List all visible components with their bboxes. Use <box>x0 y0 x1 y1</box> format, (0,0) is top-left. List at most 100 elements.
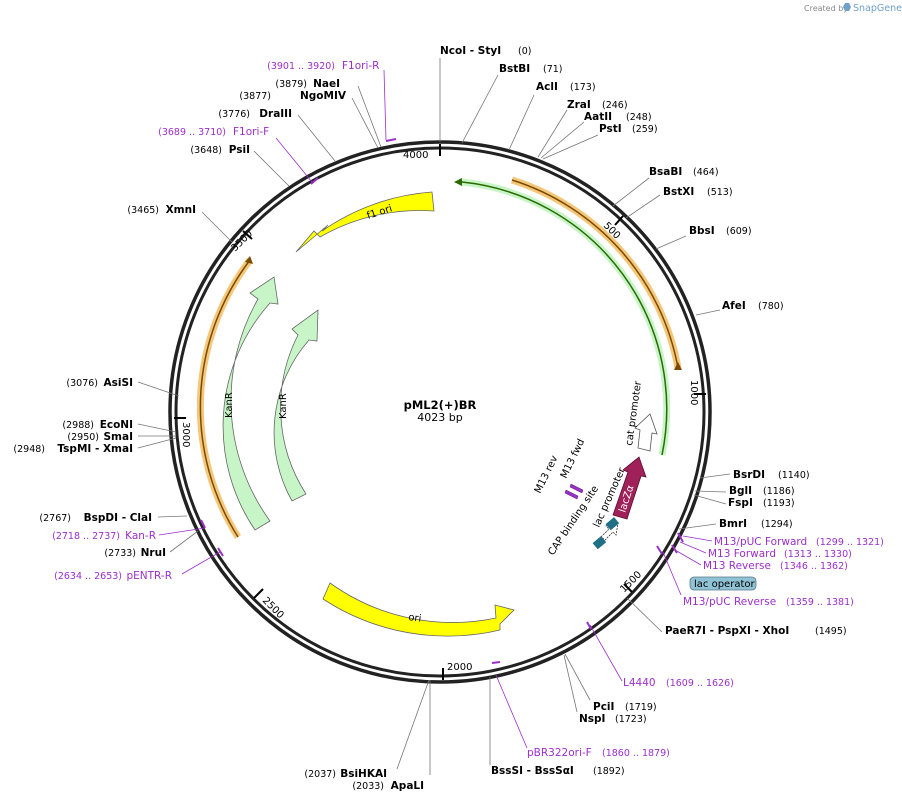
cat-promoter-arrowhead <box>454 178 462 186</box>
site-asisi-pos: (3076) <box>66 378 98 389</box>
primer-m13-reverse: M13 Reverse <box>703 560 771 572</box>
primer-pentr-r-pos: (2634 .. 2653) <box>54 571 122 582</box>
snapgene-logo-icon <box>843 3 851 11</box>
tick-marks <box>174 144 706 680</box>
site-ngomiv: NgoMIV <box>300 90 347 102</box>
m13-fwd-arrow <box>569 483 584 494</box>
site-tspmi-pos: (2948) <box>13 444 45 455</box>
site-bstbi: BstBI <box>499 63 530 75</box>
lac-operator-box <box>605 517 620 531</box>
site-bsabi-pos: (464) <box>693 167 719 178</box>
primer-l4440: L4440 <box>623 677 656 689</box>
site-tspmi-xmai: TspMI - XmaI <box>57 443 133 455</box>
site-naei-pos: (3879) <box>275 79 307 90</box>
site-bsssi: BssSI - BssSαI <box>491 765 574 777</box>
site-bsrdi-pos: (1140) <box>778 470 810 481</box>
m13-rev-arrow <box>564 489 579 500</box>
orf-arrowhead-left <box>245 256 253 264</box>
cap-binding-site-box <box>592 536 607 550</box>
tick-label-4000: 4000 <box>403 150 428 161</box>
site-nspi-pos: (1723) <box>615 714 647 725</box>
primer-f1ori-f-pos: (3689 .. 3710) <box>158 127 226 138</box>
site-bsssi-pos: (1892) <box>593 766 625 777</box>
site-afei: AfeI <box>722 300 746 312</box>
site-naei: NaeI <box>313 78 340 90</box>
site-fspi: FspI <box>728 497 753 509</box>
primer-m13-forward: M13 Forward <box>708 548 776 560</box>
site-bmri: BmrI <box>719 518 747 530</box>
m13-fwd-label: M13 fwd <box>559 437 587 480</box>
site-bstxi-pos: (513) <box>707 187 733 198</box>
primer-pentr-r: pENTR-R <box>126 570 172 582</box>
tick-label-3500: 3500 <box>229 228 255 254</box>
plasmid-name: pML2(+)BR <box>404 398 477 412</box>
site-bgli-pos: (1186) <box>763 486 795 497</box>
site-pcii: PciI <box>593 701 614 713</box>
orf-arrowhead-right <box>674 362 682 370</box>
site-nrui-pos: (2733) <box>104 548 136 559</box>
site-bspdi-clai: BspDI - ClaI <box>84 512 152 524</box>
site-smai: SmaI <box>104 431 134 443</box>
kanr-outer-label: KanR <box>224 392 235 418</box>
site-bspdi-pos: (2767) <box>39 513 71 524</box>
tick-label-2000: 2000 <box>447 662 472 673</box>
site-draiii: DraIII <box>259 108 292 120</box>
lac-operator-badge <box>689 576 757 591</box>
site-acli: AclI <box>536 81 558 93</box>
primer-f1ori-f: F1ori-F <box>233 126 269 138</box>
primer-m13-reverse-pos: (1346 .. 1362) <box>780 561 848 572</box>
plasmid-size: 4023 bp <box>417 411 462 424</box>
primer-l4440-pos: (1609 .. 1626) <box>666 678 734 689</box>
site-nrui: NruI <box>141 547 166 559</box>
primer-m13-puc-reverse: M13/pUC Reverse <box>683 596 776 608</box>
primer-m13-puc-reverse-pos: (1359 .. 1381) <box>786 597 854 608</box>
orf-arc-left-line <box>199 259 251 538</box>
site-smai-pos: (2950) <box>67 432 99 443</box>
site-zrai: ZraI <box>567 99 591 111</box>
primer-leaders <box>158 69 713 749</box>
site-bsihkai-pos: (2037) <box>304 769 336 780</box>
site-bsabi: BsaBI <box>649 166 682 178</box>
cat-promoter-arrow <box>634 413 658 452</box>
site-bsihkai: BsiHKAI <box>340 768 387 780</box>
site-asisi: AsiSI <box>104 377 133 389</box>
site-leaders <box>137 58 731 775</box>
site-aatii-pos: (248) <box>626 112 652 123</box>
m13-rev-label: M13 rev <box>533 454 561 495</box>
cat-promoter-arc-line <box>461 181 668 456</box>
site-xmni-pos: (3465) <box>127 205 159 216</box>
site-bgli: BglI <box>729 485 752 497</box>
site-apali: ApaLI <box>391 780 424 792</box>
created-by-label: Created by <box>804 4 848 13</box>
primer-f1ori-r-pos: (3901 .. 3920) <box>267 61 335 72</box>
kanr-inner-feature <box>273 309 319 502</box>
primer-f1ori-r: F1ori-R <box>342 60 379 72</box>
ori-label: ori <box>408 612 422 625</box>
site-bbsi: BbsI <box>689 225 715 237</box>
site-xmni: XmnI <box>166 204 196 216</box>
site-afei-pos: (780) <box>758 301 784 312</box>
site-nspi: NspI <box>579 713 605 725</box>
site-bstxi: BstXI <box>663 186 694 198</box>
primer-m13-puc-forward: M13/pUC Forward <box>714 536 807 548</box>
snapgene-brand: SnapGene <box>853 3 902 14</box>
primer-marks <box>200 138 684 664</box>
site-psii-pos: (3648) <box>190 145 222 156</box>
site-psti: PstI <box>599 123 622 135</box>
site-draiii-pos: (3776) <box>218 109 250 120</box>
ori-feature <box>322 582 515 637</box>
kanr-outer-feature <box>222 276 279 531</box>
site-ncoi-pos: (0) <box>518 46 531 57</box>
site-apali-pos: (2033) <box>352 781 384 792</box>
orf-arc-upper-right-line <box>511 179 679 369</box>
primer-pbr322ori-f: pBR322ori-F <box>527 747 592 759</box>
site-bsrdi: BsrDI <box>733 469 765 481</box>
site-fspi-pos: (1193) <box>763 498 795 509</box>
primer-m13-puc-forward-pos: (1299 .. 1321) <box>816 537 884 548</box>
site-ncoi-styi: NcoI - StyI <box>440 45 501 57</box>
site-econi: EcoNI <box>100 419 133 431</box>
lacz-alpha-feature <box>612 456 647 520</box>
primer-kan-r: Kan-R <box>125 530 156 542</box>
f1-ori-feature <box>295 191 435 253</box>
